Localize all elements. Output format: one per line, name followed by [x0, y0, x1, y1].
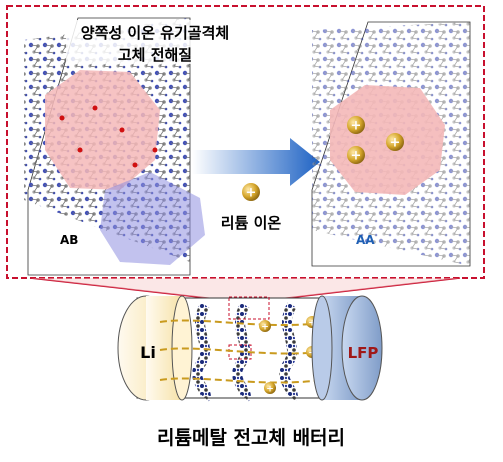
lithium-ion-legend: + 리튬 이온	[221, 183, 282, 232]
pink-pore-ab	[45, 70, 160, 190]
title-line2: 고체 전해질	[118, 46, 192, 64]
svg-text:+: +	[261, 323, 269, 333]
lfp-electrode	[341, 295, 383, 401]
transform-arrow	[192, 138, 320, 186]
framework-chain-3	[279, 302, 298, 402]
ab-label: AB	[60, 233, 78, 247]
lithium-ion-caption: 리튬 이온	[221, 214, 282, 232]
aa-lithium-ions: + + +	[347, 116, 404, 164]
lfp-label: LFP	[348, 344, 379, 362]
framework-chain-1	[192, 302, 211, 402]
lithium-ion-icon	[242, 183, 260, 201]
li-label: Li	[140, 343, 156, 362]
zoom-box-mid	[228, 344, 252, 360]
title-backdrop	[66, 20, 242, 64]
svg-text:+: +	[390, 136, 401, 151]
title-line1: 양쪽성 이온 유기골격체	[81, 24, 229, 42]
ion-path-top	[159, 319, 323, 326]
lfp-electrode-face	[311, 295, 333, 401]
svg-text:+: +	[351, 119, 362, 134]
ab-framework	[24, 17, 205, 276]
svg-text:+: +	[308, 319, 316, 329]
blue-pore-overlay	[100, 172, 205, 265]
top-panel-frame	[6, 5, 485, 279]
svg-text:+: +	[266, 385, 274, 395]
ion-path-bottom	[159, 377, 323, 384]
ab-red-atoms	[59, 105, 158, 168]
zoom-connector	[29, 277, 461, 301]
ion-path-mid	[159, 347, 323, 355]
zoom-funnel	[30, 278, 460, 300]
ion-plus: +	[246, 186, 257, 201]
zoom-box-top	[228, 296, 270, 320]
svg-text:+: +	[351, 149, 362, 164]
battery: Li + + + + LFP	[117, 295, 383, 402]
aa-label: AA	[356, 233, 375, 247]
aa-framework: + + +	[311, 21, 471, 267]
battery-caption: 리튬메탈 전고체 배터리	[157, 427, 345, 449]
